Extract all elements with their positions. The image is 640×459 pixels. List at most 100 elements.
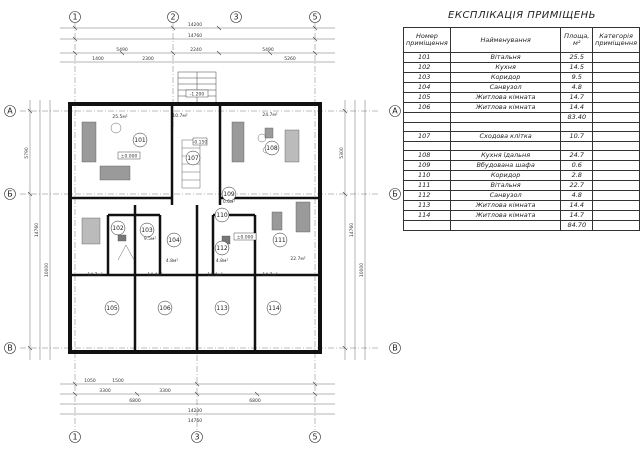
- cell-name: Коридор: [449, 170, 562, 181]
- room-number-101: 101: [134, 137, 146, 144]
- room-tag-circle: [104, 300, 120, 316]
- cell-num: [403, 122, 451, 132]
- cell-cat: [592, 52, 640, 63]
- cell-area: [560, 141, 594, 151]
- dim-top-6: 1400: [92, 56, 104, 62]
- room-tag-circle: [166, 232, 182, 248]
- dim-bottom-2: 14200: [188, 408, 202, 414]
- cell-cat: [592, 72, 640, 83]
- axis-left-v: В: [7, 344, 13, 353]
- axis-right-v: В: [392, 344, 398, 353]
- room-area-101: 25.5м²: [112, 114, 127, 120]
- cell-cat: [592, 190, 640, 201]
- cell-num: 102: [403, 62, 451, 73]
- cell-name: Санвузол: [449, 82, 562, 93]
- kitchen-102: [81, 217, 101, 245]
- cell-num: [403, 220, 451, 231]
- cell-num: 103: [403, 72, 451, 83]
- room-number-108: 108: [266, 145, 278, 152]
- cell-area: 22.7: [560, 180, 594, 191]
- cell-cat: [592, 210, 640, 221]
- room-area-108: 24.7м²: [262, 112, 277, 118]
- dim-right-2: 14760: [349, 223, 355, 237]
- cell-num: [403, 112, 451, 123]
- room-number-114: 114: [268, 305, 280, 312]
- room-area-105: 14.7м²: [87, 272, 102, 278]
- cell-area: 10.7: [560, 131, 594, 142]
- cell-cat: [592, 180, 640, 191]
- cell-cat: [592, 62, 640, 73]
- cell-name: Санвузол: [449, 190, 562, 201]
- room-tag-circle: [185, 150, 201, 166]
- table-row: 84.70: [403, 220, 640, 231]
- outer-walls: [68, 102, 322, 354]
- room-number-112: 112: [216, 245, 228, 252]
- cell-cat: [592, 150, 640, 161]
- header-area: Площа, м²: [560, 27, 594, 53]
- cell-area: 14.7: [560, 210, 594, 221]
- header-room-name: Найменування: [449, 27, 562, 53]
- room-number-113: 113: [216, 305, 228, 312]
- cell-num: 106: [403, 102, 451, 113]
- cell-area: 2.8: [560, 170, 594, 181]
- dim-bottom-6: 3300: [159, 388, 171, 394]
- room-tag-circle: [110, 220, 126, 236]
- cell-name: [449, 122, 562, 132]
- table-title: ЕКСПЛІКАЦІЯ ПРИМІЩЕНЬ: [448, 10, 596, 21]
- dim-bottom-5: 3300: [99, 388, 111, 394]
- room-tag-circle: [221, 186, 237, 202]
- dim-top-5: 5490: [262, 47, 274, 53]
- level-112: ±0.000: [237, 235, 254, 241]
- room-area-114: 14.7м²: [262, 272, 277, 278]
- level-entrance: -1.200: [190, 92, 205, 98]
- cell-name: [449, 141, 562, 151]
- room-tag-circle: [264, 140, 280, 156]
- dim-left-2: 14760: [34, 223, 40, 237]
- header-room-number: Номер приміщення: [403, 27, 451, 53]
- cell-cat: [592, 112, 640, 123]
- cell-num: 101: [403, 52, 451, 63]
- sofa-101: [81, 121, 97, 163]
- axis-bottom-3: 3: [194, 433, 199, 442]
- cell-num: 109: [403, 160, 451, 171]
- cell-name: Кухня їдальня: [449, 150, 562, 161]
- room-number-102: 102: [112, 225, 124, 232]
- cell-cat: [592, 141, 640, 151]
- axis-bottom-1: 1: [72, 433, 77, 442]
- dining-table-108: [284, 129, 300, 163]
- axis-top-5: 5: [312, 13, 317, 22]
- table-row: [403, 141, 640, 151]
- cell-num: 113: [403, 200, 451, 211]
- room-area-103: 9.5м²: [144, 236, 157, 242]
- axis-left-b: Б: [7, 190, 13, 199]
- cell-num: 112: [403, 190, 451, 201]
- room-area-104: 4.8м²: [166, 258, 179, 264]
- cell-name: Житлова кімната: [449, 210, 562, 221]
- dim-right-3: 10000: [359, 263, 365, 277]
- axis-right-b: Б: [392, 190, 398, 199]
- cell-num: 104: [403, 82, 451, 93]
- room-area-106: 14.4м²: [147, 272, 162, 278]
- axis-top-2: 2: [170, 13, 175, 22]
- room-area-111: 22.7м²: [290, 256, 305, 262]
- dim-top-2: 14760: [188, 33, 202, 39]
- cell-area: 25.5: [560, 52, 594, 63]
- cell-num: 107: [403, 131, 451, 142]
- cell-area: 4.8: [560, 190, 594, 201]
- room-tag-circle: [214, 300, 230, 316]
- cell-num: 105: [403, 92, 451, 103]
- cell-area: 84.70: [560, 220, 594, 231]
- cell-name: [449, 220, 562, 231]
- room-schedule-table: Номер приміщення Найменування Площа, м² …: [403, 27, 640, 231]
- table-101: [99, 165, 131, 181]
- room-number-109: 109: [223, 191, 235, 198]
- room-number-110: 110: [216, 212, 228, 219]
